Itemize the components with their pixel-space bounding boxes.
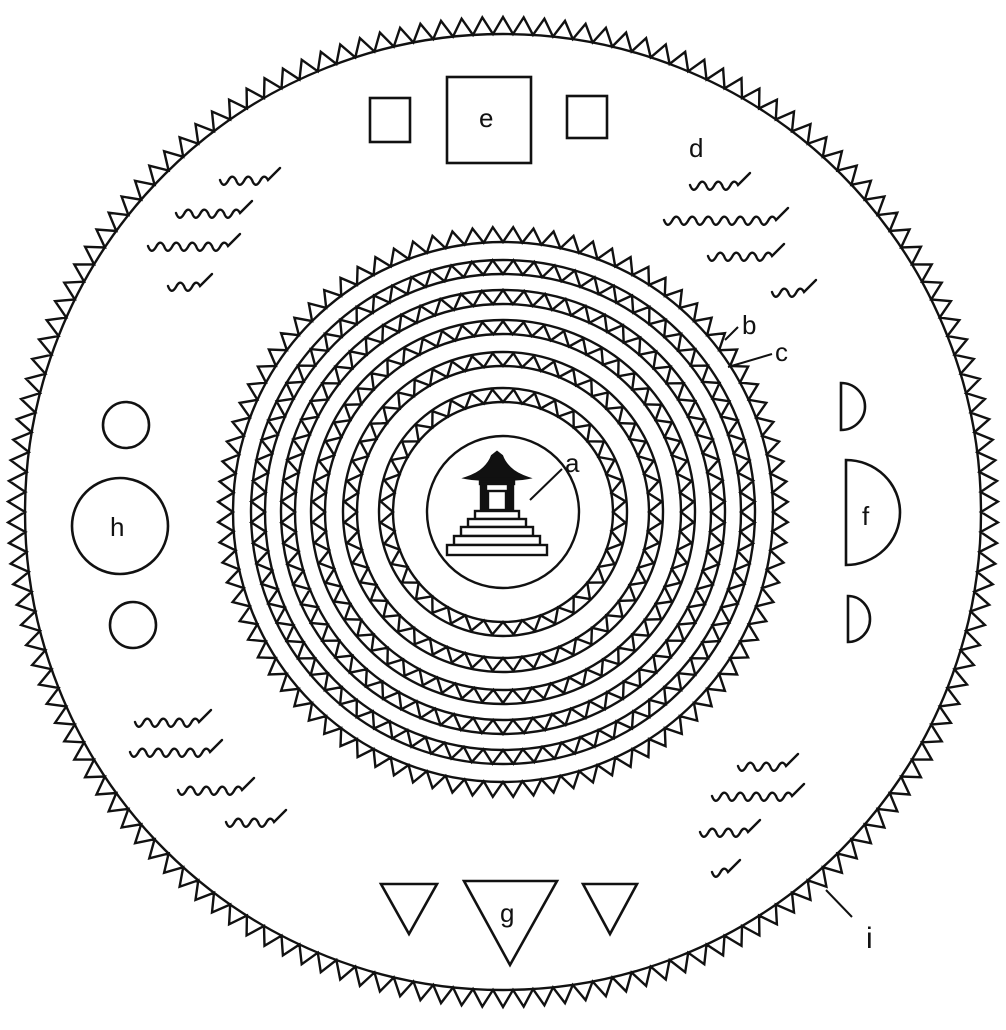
leader-line-b (725, 327, 738, 340)
label-c: c (775, 337, 788, 367)
label-e: e (479, 103, 493, 133)
water-wave-icon (712, 784, 804, 801)
water-wave-icon (712, 860, 740, 877)
label-b: b (742, 310, 756, 340)
water-wave-icon (220, 168, 280, 185)
leader-line-i (826, 890, 852, 917)
square-small-right (567, 96, 607, 138)
water-wave-icon (176, 201, 252, 218)
triangle-small-right (583, 884, 637, 934)
water-wave-icon (178, 778, 254, 795)
water-wave-icon (168, 274, 212, 291)
label-d: d (689, 133, 703, 163)
square-small-left (370, 98, 410, 142)
water-wave-icon (738, 754, 798, 771)
label-h: h (110, 512, 124, 542)
pagoda-shrine-icon (447, 452, 547, 555)
label-f: f (862, 501, 870, 531)
triangle-small-left (381, 884, 437, 934)
water-wave-icon (700, 820, 760, 837)
water-wave-icon (130, 740, 222, 757)
water-wave-icon (772, 280, 816, 297)
water-wave-icon (690, 173, 750, 190)
water-wave-icon (148, 234, 240, 251)
label-i: i (866, 922, 873, 955)
water-wave-icon (708, 244, 784, 261)
water-wave-icon (135, 710, 211, 727)
half-moon-large-f (846, 460, 900, 565)
circle-small-bottom (110, 602, 156, 648)
circle-small-top (103, 402, 149, 448)
water-wave-icon (226, 810, 286, 827)
water-wave-icon (664, 208, 788, 225)
leader-line-a (530, 469, 562, 500)
label-a: a (565, 448, 580, 478)
half-moon-small-bottom (848, 596, 870, 642)
label-g: g (500, 898, 514, 928)
half-moon-small-top (841, 383, 865, 430)
